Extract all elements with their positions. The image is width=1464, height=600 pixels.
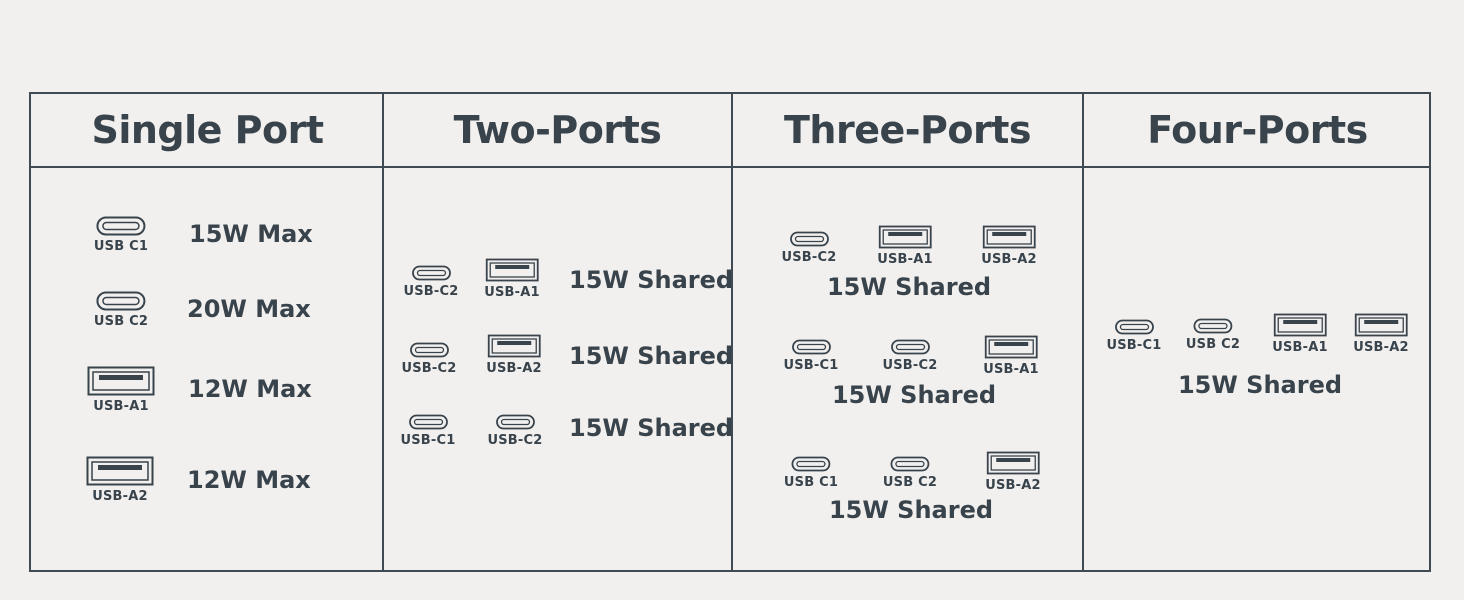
usb-a-port-icon — [878, 225, 932, 249]
usb-c-port-icon — [1114, 319, 1154, 335]
port-usb-c1: USB-C1 — [400, 414, 455, 448]
column-four-ports: Four-Ports USB-C1 USB C2 USB-A1 USB-A2 1… — [1082, 94, 1431, 570]
port-label: USB-C2 — [781, 250, 837, 265]
port-usb-c2: USB-C2 — [403, 265, 458, 299]
usb-a-port-icon — [982, 225, 1036, 249]
usb-c-port-icon — [791, 456, 831, 472]
usb-a-port-icon — [485, 258, 539, 282]
port-usb-c2: USB-C2 — [487, 414, 542, 448]
port-label: USB-A2 — [486, 361, 542, 376]
port-usb-a2: USB-A2 — [981, 225, 1037, 267]
usb-a-port-icon — [1354, 313, 1408, 337]
spec-label: 15W Shared — [569, 414, 734, 442]
port-usb-c2: USB-C2 — [781, 231, 836, 265]
usb-a-port-icon — [87, 366, 155, 396]
port-label: USB-A1 — [93, 399, 149, 414]
spec-label: 20W Max — [187, 295, 311, 323]
port-label: USB-C1 — [1106, 338, 1162, 353]
usb-c-port-icon — [408, 414, 448, 430]
port-usb-c1: USB C1 — [784, 456, 838, 490]
spec-label: 15W Max — [189, 220, 313, 248]
column-single-port: Single Port USB C1 15W Max USB C2 20W Ma… — [31, 94, 384, 570]
charging-port-table: Single Port USB C1 15W Max USB C2 20W Ma… — [29, 92, 1431, 572]
port-label: USB-C2 — [882, 358, 938, 373]
usb-c-port-icon — [890, 339, 930, 355]
column-header: Three-Ports — [733, 94, 1082, 168]
port-usb-a1: USB-A1 — [1272, 313, 1328, 355]
port-label: USB C2 — [882, 475, 938, 490]
port-label: USB-A1 — [877, 252, 933, 267]
spec-label: 12W Max — [188, 375, 312, 403]
port-label: USB-A1 — [983, 362, 1039, 377]
port-usb-a2: USB-A2 — [985, 451, 1041, 493]
port-usb-c2: USB-C2 — [401, 342, 456, 376]
port-label: USB-A2 — [985, 478, 1041, 493]
spec-label: 15W Shared — [826, 273, 992, 301]
port-usb-a1: USB-A1 — [983, 335, 1039, 377]
spec-label: 12W Max — [187, 466, 311, 494]
port-usb-a2: USB-A2 — [86, 456, 154, 504]
usb-c-port-icon — [411, 265, 451, 281]
usb-a-port-icon — [1273, 313, 1327, 337]
port-label: USB-C1 — [783, 358, 839, 373]
usb-c-port-icon — [890, 456, 930, 472]
usb-c-port-icon — [495, 414, 535, 430]
port-label: USB-A2 — [1353, 340, 1409, 355]
usb-c-port-icon — [791, 339, 831, 355]
usb-c-port-icon — [409, 342, 449, 358]
port-usb-c2: USB-C2 — [882, 339, 937, 373]
port-label: USB-A1 — [484, 285, 540, 300]
spec-label: 15W Shared — [1177, 371, 1343, 399]
usb-a-port-icon — [986, 451, 1040, 475]
port-usb-a2: USB-A2 — [1353, 313, 1409, 355]
port-label: USB-C1 — [400, 433, 456, 448]
usb-a-port-icon — [984, 335, 1038, 359]
port-usb-a2: USB-A2 — [486, 334, 542, 376]
spec-label: 15W Shared — [831, 381, 997, 409]
column-three-ports: Three-Ports USB-C2 USB-A1 USB-A2 15W Sha… — [731, 94, 1082, 570]
port-label: USB-A2 — [92, 489, 148, 504]
usb-c-port-icon — [96, 216, 146, 236]
column-header: Single Port — [31, 94, 384, 168]
spec-label: 15W Shared — [569, 266, 734, 294]
usb-c-port-icon — [1193, 318, 1233, 334]
port-label: USB C2 — [1185, 337, 1241, 352]
column-header: Two-Ports — [384, 94, 731, 168]
usb-a-port-icon — [487, 334, 541, 358]
port-label: USB C1 — [783, 475, 839, 490]
port-usb-a1: USB-A1 — [877, 225, 933, 267]
port-label: USB-C2 — [401, 361, 457, 376]
port-label: USB C1 — [93, 239, 149, 254]
spec-label: 15W Shared — [828, 496, 994, 524]
spec-label: 15W Shared — [569, 342, 734, 370]
port-usb-c1: USB C1 — [94, 216, 148, 254]
usb-c-port-icon — [96, 291, 146, 311]
port-label: USB-C2 — [403, 284, 459, 299]
port-usb-c2: USB C2 — [883, 456, 937, 490]
port-usb-c2: USB C2 — [94, 291, 148, 329]
port-usb-a1: USB-A1 — [484, 258, 540, 300]
port-usb-a1: USB-A1 — [87, 366, 155, 414]
port-usb-c1: USB-C1 — [783, 339, 838, 373]
port-label: USB-A1 — [1272, 340, 1328, 355]
column-header: Four-Ports — [1084, 94, 1431, 168]
port-usb-c1: USB-C1 — [1106, 319, 1161, 353]
port-usb-c2: USB C2 — [1186, 318, 1240, 352]
port-label: USB C2 — [93, 314, 149, 329]
usb-c-port-icon — [789, 231, 829, 247]
usb-a-port-icon — [86, 456, 154, 486]
port-label: USB-C2 — [487, 433, 543, 448]
column-two-ports: Two-Ports USB-C2 USB-A1 15W Shared USB-C… — [382, 94, 734, 570]
port-label: USB-A2 — [981, 252, 1037, 267]
